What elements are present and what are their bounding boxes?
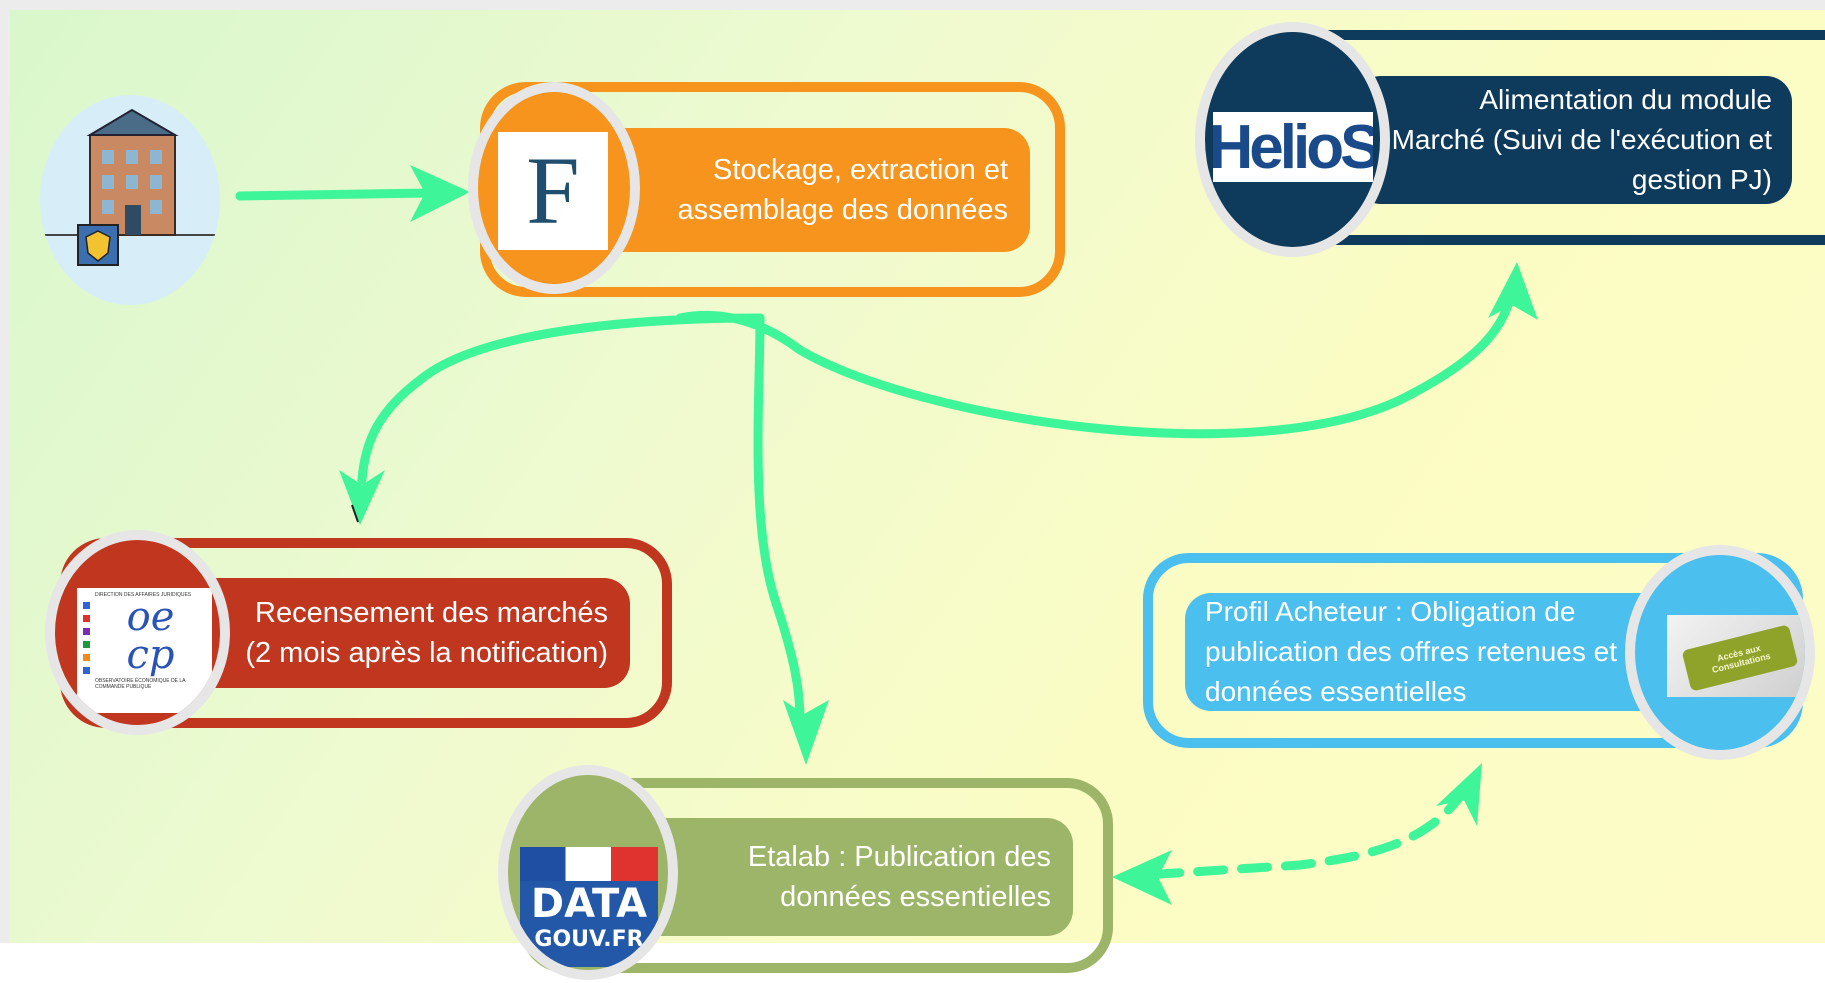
- chorus-label: Stockage, extraction et assemblage des d…: [595, 128, 1030, 252]
- arrowhead-oecp: [339, 470, 385, 525]
- oecp-label: Recensement des marchés (2 mois après la…: [180, 578, 630, 688]
- helios-label: Alimentation du module Marché (Suivi de …: [1355, 76, 1792, 204]
- oecp-label-line-2: (2 mois après la notification): [245, 637, 608, 669]
- oecp-logo: DIRECTION DES AFFAIRES JURIDIQUES oe cp …: [77, 588, 212, 713]
- helios-label-line-2: Marché (Suivi de l'exécution et: [1391, 124, 1772, 155]
- oecp-logo-bullets: [83, 598, 95, 674]
- acheteur-logo: Accès aux Consultations: [1667, 615, 1805, 697]
- helios-logo-text: HelioS: [1213, 112, 1373, 182]
- oecp-logo-oe: oe: [126, 594, 175, 640]
- etalab-label-line-1: Etalab : Publication des: [747, 841, 1051, 873]
- etalab-label-line-2: données essentielles: [780, 881, 1051, 913]
- arrow-chorus-to-oecp: [357, 313, 765, 485]
- chorus-logo-letter: F: [526, 137, 580, 244]
- chorus-logo-circle: F: [468, 82, 640, 294]
- acheteur-label-line-3: données essentielles: [1205, 676, 1467, 707]
- chorus-label-line-2: assemblage des données: [677, 194, 1008, 226]
- city-hall-circle: [40, 95, 220, 305]
- chorus-logo: F: [498, 132, 608, 250]
- helios-label-line-3: gestion PJ): [1631, 164, 1772, 195]
- arrowhead-helios: [1488, 262, 1538, 320]
- etalab-logo-circle: DATA GOUV.FR: [498, 765, 678, 980]
- arrow-acheteur-etalab: [1140, 785, 1470, 880]
- acheteur-label-line-1: Profil Acheteur : Obligation de: [1205, 596, 1576, 627]
- helios-label-line-1: Alimentation du module: [1479, 84, 1772, 115]
- arrow-chorus-to-helios: [675, 295, 1515, 439]
- etalab-label: Etalab : Publication des données essenti…: [635, 818, 1073, 936]
- arrow-source-to-chorus: [235, 188, 435, 201]
- arrow-chorus-to-etalab: [753, 313, 805, 725]
- acheteur-logo-circle: Accès aux Consultations: [1625, 545, 1815, 760]
- arrowhead-etalab: [783, 700, 829, 765]
- datagouv-logo-data: DATA: [530, 881, 648, 927]
- helios-logo: HelioS: [1213, 112, 1373, 182]
- oecp-logo-caption-bottom: OBSERVATOIRE ÉCONOMIQUE DE LA COMMANDE P…: [95, 678, 186, 690]
- datagouv-logo: DATA GOUV.FR: [520, 847, 658, 967]
- acheteur-label: Profil Acheteur : Obligation de publicat…: [1185, 593, 1705, 711]
- oecp-label-line-1: Recensement des marchés: [255, 597, 608, 629]
- oecp-logo-circle: DIRECTION DES AFFAIRES JURIDIQUES oe cp …: [45, 530, 230, 735]
- arrowhead-chorus: [410, 165, 470, 222]
- arrowhead-etalab-in: [1112, 850, 1172, 905]
- helios-logo-circle: HelioS: [1195, 22, 1390, 257]
- acheteur-logo-text: Accès aux Consultations: [1710, 642, 1772, 675]
- acheteur-label-line-2: publication des offres retenues et: [1205, 636, 1617, 667]
- city-hall-icon: [40, 108, 220, 266]
- chorus-label-line-1: Stockage, extraction et: [713, 154, 1008, 186]
- arrowhead-acheteur: [1436, 763, 1482, 826]
- stray-mark: [351, 504, 359, 523]
- oecp-logo-caption-top: DIRECTION DES AFFAIRES JURIDIQUES: [95, 592, 192, 598]
- datagouv-logo-gouv: GOUV.FR: [534, 927, 644, 952]
- oecp-logo-cp: cp: [126, 632, 175, 678]
